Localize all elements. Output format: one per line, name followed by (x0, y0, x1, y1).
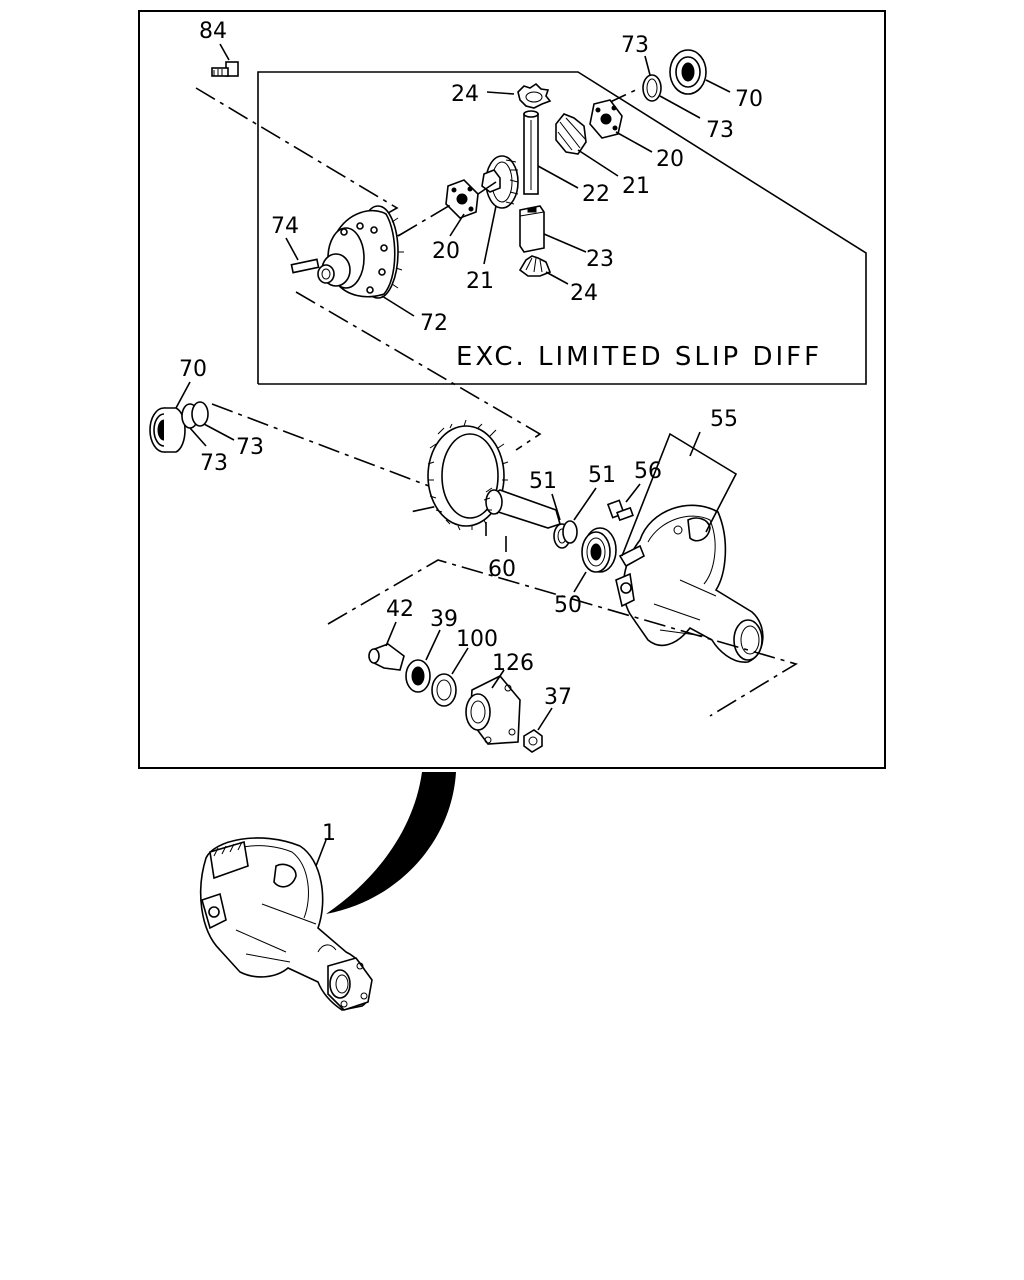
part-42-collar (368, 643, 405, 671)
part-21-side-gear-upper (555, 113, 587, 155)
diagram-frame (138, 10, 886, 769)
part-51-spacer-b (562, 520, 578, 544)
callout-1: 1 (322, 821, 336, 846)
callout-21-upper: 21 (622, 174, 650, 199)
part-39-bearing (405, 659, 431, 693)
leader-84 (195, 87, 399, 223)
part-20-washer-lower (445, 179, 479, 219)
callout-56: 56 (634, 459, 662, 484)
part-84-bolt (211, 61, 239, 77)
callout-73-upper: 73 (621, 33, 649, 58)
leader-case-to-ring (295, 291, 542, 451)
callout-100: 100 (456, 627, 498, 652)
part-37-flange-nut (523, 729, 543, 753)
callout-50: 50 (554, 593, 582, 618)
part-24-pinion-gear-upper (517, 82, 552, 109)
part-56-bolt (606, 499, 634, 522)
callout-24-upper: 24 (451, 82, 479, 107)
part-23-thrust-block (519, 205, 545, 253)
limited-slip-group-outline (257, 71, 867, 385)
callout-74: 74 (271, 214, 299, 239)
callout-23: 23 (586, 247, 614, 272)
callout-21-lower: 21 (466, 269, 494, 294)
callout-72: 72 (420, 311, 448, 336)
callout-37: 37 (544, 685, 572, 710)
callout-73-lower-right: 73 (236, 435, 264, 460)
callout-55: 55 (710, 407, 738, 432)
part-55-carrier-housing (615, 504, 764, 663)
callout-24-lower: 24 (570, 281, 598, 306)
callout-22: 22 (582, 182, 610, 207)
bracket-55 (621, 432, 738, 557)
callout-20-lower: 20 (432, 239, 460, 264)
note-exc-limited-slip-diff: EXC. LIMITED SLIP DIFF (456, 342, 822, 372)
part-21-side-gear-lower (481, 155, 519, 209)
callout-73-lower-left: 73 (200, 451, 228, 476)
part-126-companion-flange (465, 675, 521, 745)
part-70-bearing-upper (669, 49, 707, 95)
callout-42: 42 (386, 597, 414, 622)
part-22-pinion-shaft (523, 110, 539, 195)
callout-20-upper: 20 (656, 147, 684, 172)
part-1-differential-carrier-assembly (199, 837, 373, 1011)
part-100-oil-seal (431, 673, 457, 707)
callout-51-b: 51 (588, 463, 616, 488)
part-50-pinion-bearing (581, 527, 617, 573)
callout-70-upper: 70 (735, 87, 763, 112)
assembly-link-swoosh (326, 772, 456, 914)
callout-70-lower: 70 (179, 357, 207, 382)
part-73-shim-upper (642, 74, 662, 102)
callout-51-a: 51 (529, 469, 557, 494)
part-72-differential-case (317, 205, 404, 299)
part-74-lock-pin (290, 258, 320, 274)
part-24-pinion-gear-lower (518, 255, 552, 277)
callout-73-upper-right: 73 (706, 118, 734, 143)
part-60-ring-and-pinion-gear (427, 419, 561, 531)
part-70-bearing-lower (149, 407, 186, 453)
leader-pinion-assembly (327, 559, 798, 717)
part-73-shim-lower (181, 401, 209, 429)
callout-39: 39 (430, 607, 458, 632)
callout-126: 126 (492, 651, 534, 676)
callout-84: 84 (199, 19, 227, 44)
